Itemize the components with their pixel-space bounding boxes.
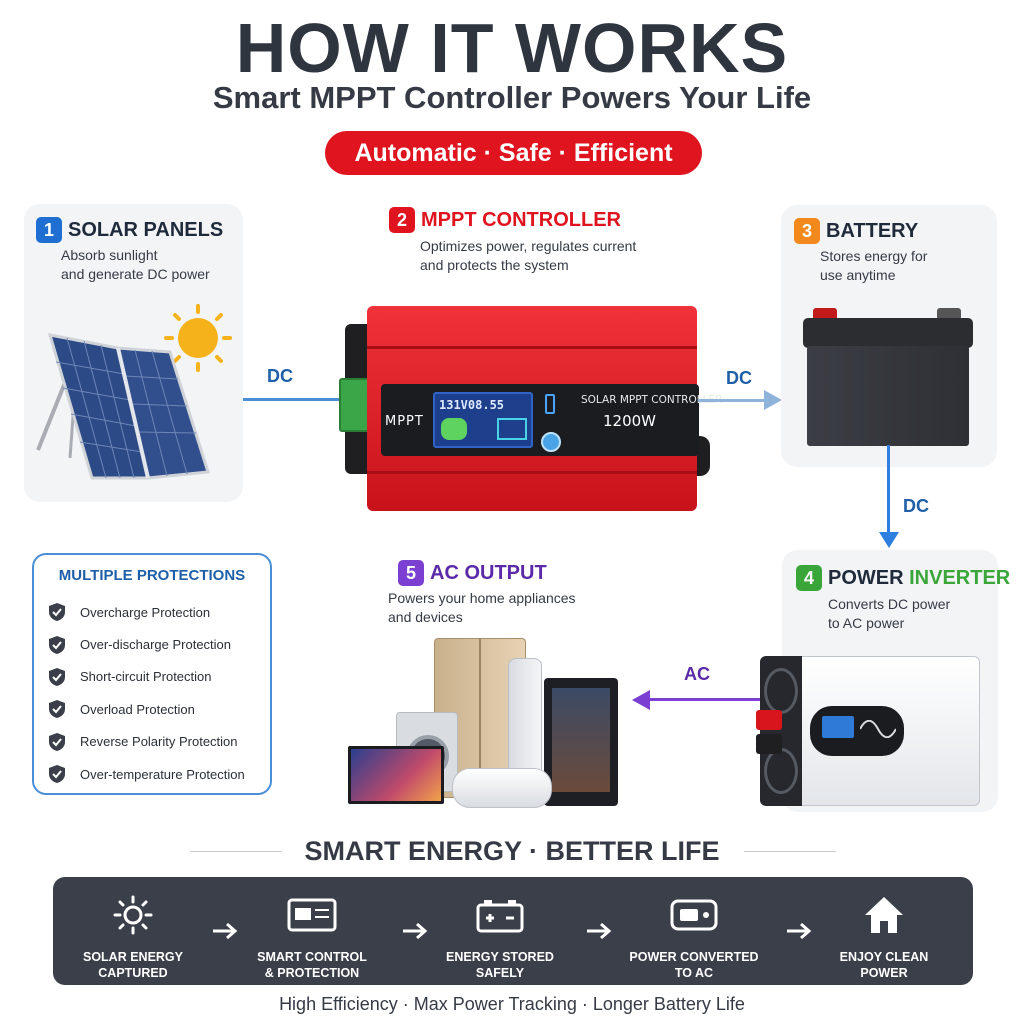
controller-power-label: 1200W xyxy=(603,412,657,430)
step-3-description: Stores energy for use anytime xyxy=(820,248,928,283)
shield-check-icon xyxy=(49,635,65,654)
inverter-icon xyxy=(619,895,769,935)
shield-check-icon xyxy=(49,603,65,622)
mppt-controller-device: MPPT 131V08.55 SOLAR MPPT CONTROLLER 120… xyxy=(339,306,722,511)
television xyxy=(348,746,444,804)
step-5-badge: 5 xyxy=(398,559,424,586)
battery-icon xyxy=(425,895,575,935)
process-step-control: SMART CONTROL& PROTECTION xyxy=(237,895,387,981)
ac-line-inverter-output xyxy=(648,698,762,701)
home-appliances-illustration xyxy=(348,636,622,808)
step-4-description: Converts DC power to AC power xyxy=(828,596,951,631)
controller-brand-label: MPPT xyxy=(385,414,424,429)
dc-arrowhead-inverter xyxy=(879,532,899,548)
controller-lcd-screen: 131V08.55 xyxy=(433,392,533,448)
feature-pill: Automatic · Safe · Efficient xyxy=(325,131,702,175)
shield-check-icon xyxy=(49,732,65,751)
controller-icon xyxy=(237,895,387,935)
step-3-badge: 3 xyxy=(794,217,820,244)
ac-label-output: AC xyxy=(684,664,710,684)
home-icon xyxy=(809,895,959,935)
step-3-title: BATTERY xyxy=(826,219,919,242)
sine-wave-icon xyxy=(860,720,896,738)
controller-fin-top xyxy=(367,346,697,349)
dc-line-panel-controller xyxy=(243,398,343,401)
controller-lcd-readout: 131V08.55 xyxy=(439,398,505,412)
step-1-badge: 1 xyxy=(36,216,62,243)
shield-check-icon xyxy=(49,700,65,719)
step-1-description: Absorb sunlight and generate DC power xyxy=(61,247,210,282)
step-4-badge: 4 xyxy=(796,564,822,591)
arrow-right-icon xyxy=(403,922,428,940)
protection-item: Over-temperature Protection xyxy=(48,758,245,790)
shield-check-icon xyxy=(49,765,65,784)
protection-item: Over-discharge Protection xyxy=(48,628,245,660)
dc-arrowhead-battery xyxy=(764,390,782,410)
step-2-badge: 2 xyxy=(389,206,415,233)
protections-list: Overcharge Protection Over-discharge Pro… xyxy=(48,596,245,790)
controller-button xyxy=(541,432,561,452)
controller-fin-bottom xyxy=(367,471,697,474)
step-2-title: MPPT CONTROLLER xyxy=(421,208,621,231)
protection-item: Short-circuit Protection xyxy=(48,661,245,693)
page-title: HOW IT WORKS xyxy=(235,9,789,87)
step-5-description: Powers your home appliances and devices xyxy=(388,590,576,625)
controller-model-label: SOLAR MPPT CONTROLLER xyxy=(581,394,723,406)
water-heater xyxy=(452,768,552,808)
arrow-right-icon xyxy=(787,922,812,940)
dc-line-battery-inverter xyxy=(887,445,890,535)
protections-heading: MULTIPLE PROTECTIONS xyxy=(58,567,246,584)
solar-panel-illustration xyxy=(36,304,232,480)
step-5-heading: 5 AC OUTPUT xyxy=(398,559,547,586)
controller-terminal-block xyxy=(339,378,371,432)
protection-item: Overload Protection xyxy=(48,693,245,725)
step-1-heading: 1 SOLAR PANELS xyxy=(36,216,223,243)
step-4-heading: 4 POWER INVERTER xyxy=(796,564,1010,591)
battery-illustration xyxy=(803,308,973,446)
step-5-title: AC OUTPUT xyxy=(430,561,547,584)
sun-icon xyxy=(58,895,208,935)
step-3-heading: 3 BATTERY xyxy=(794,217,918,244)
tagline-rule-left xyxy=(190,851,282,852)
step-2-heading: 2 MPPT CONTROLLER xyxy=(389,206,621,233)
page-subtitle: Smart MPPT Controller Powers Your Life xyxy=(212,80,812,115)
arrow-right-icon xyxy=(587,922,612,940)
process-step-caption: SMART CONTROL& PROTECTION xyxy=(257,950,367,980)
protections-panel: MULTIPLE PROTECTIONS Overcharge Protecti… xyxy=(32,553,272,795)
tagline-rule-right xyxy=(744,851,836,852)
tagline: SMART ENERGY · BETTER LIFE xyxy=(304,836,720,866)
step-4-title: POWER INVERTER xyxy=(828,566,1011,589)
wine-cooler xyxy=(544,678,618,806)
shield-check-icon xyxy=(49,667,65,686)
sun-icon xyxy=(164,304,232,372)
footer-benefits: High Efficiency · Max Power Tracking · L… xyxy=(279,994,745,1014)
dc-label-panel: DC xyxy=(267,366,293,386)
ac-arrowhead-output xyxy=(632,690,650,710)
protection-item: Reverse Polarity Protection xyxy=(48,726,245,758)
protection-item: Overcharge Protection xyxy=(48,596,245,628)
controller-indicator xyxy=(545,394,555,414)
dc-label-battery: DC xyxy=(903,496,929,516)
step-2-description: Optimizes power, regulates current and p… xyxy=(420,238,637,273)
step-1-title: SOLAR PANELS xyxy=(68,218,224,241)
arrow-right-icon xyxy=(213,922,238,940)
dc-line-controller-battery xyxy=(698,399,766,402)
dc-label-controller: DC xyxy=(726,368,752,388)
power-inverter-device xyxy=(752,650,984,808)
